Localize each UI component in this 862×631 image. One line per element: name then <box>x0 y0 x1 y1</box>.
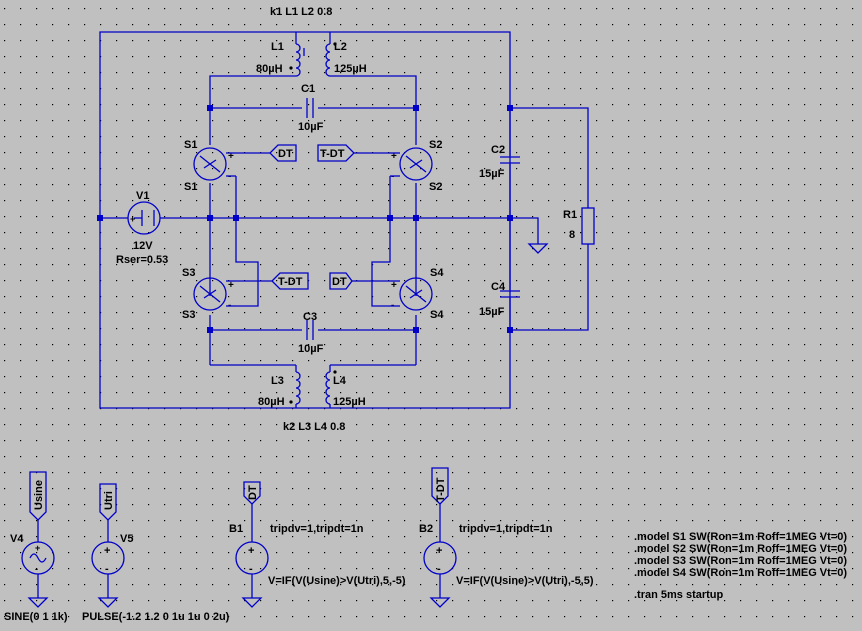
v5-value: PULSE(-1.2 1.2 0 1u 1u 0 2u) <box>82 611 230 623</box>
inductor-l2[interactable]: L2 125µH <box>325 41 367 77</box>
voltage-source-v5[interactable]: Utri + - V5 PULSE(-1.2 1.2 0 1u 1u 0 2u) <box>82 483 230 623</box>
junctions <box>97 105 513 333</box>
inductor-l3-name: L3 <box>271 375 284 387</box>
svg-text:T-DT: T-DT <box>278 276 303 288</box>
inductor-l3[interactable]: L3 80µH <box>258 371 301 408</box>
behavioral-source-b1[interactable]: DT + - B1 tripdv=1,tripdt=1n V=IF(V(Usin… <box>229 481 406 608</box>
inductor-l4-name: L4 <box>333 375 347 387</box>
capacitor-c4-name: C4 <box>491 281 506 293</box>
switch-s1-name: S1 <box>184 139 197 151</box>
directive-model-s3[interactable]: .model S3 SW(Ron=1m Roff=1MEG Vt=0) <box>634 555 847 567</box>
capacitor-c1-name: C1 <box>301 83 315 95</box>
net-label-utri: Utri <box>103 491 115 510</box>
svg-text:+: + <box>436 545 442 557</box>
net-label-tdt-s3[interactable]: T-DT <box>271 272 309 290</box>
switch-s1-model: S1 <box>184 181 197 193</box>
switch-s1[interactable]: + - S1 S1 <box>184 139 236 193</box>
svg-text:+: + <box>130 214 135 224</box>
svg-text:+: + <box>228 151 234 162</box>
svg-text:+: + <box>391 151 397 162</box>
switch-s2-name: S2 <box>429 139 442 151</box>
inductor-l2-name: L2 <box>334 41 347 53</box>
svg-text:+: + <box>228 280 234 291</box>
voltage-source-v4[interactable]: Usine + - V4 SINE(0 1 1k) <box>4 471 68 623</box>
svg-text:+: + <box>104 545 110 557</box>
inductor-l1[interactable]: L1 80µH <box>256 41 301 77</box>
capacitor-c2-name: C2 <box>491 144 505 156</box>
ground-symbol <box>527 243 549 254</box>
capacitor-c3[interactable]: C3 10µF <box>298 311 324 355</box>
net-label-usine: Usine <box>33 480 45 510</box>
coupling-k2[interactable]: k2 L3 L4 0.8 <box>283 421 345 433</box>
b1-trip: tripdv=1,tripdt=1n <box>270 523 364 535</box>
resistor-r1[interactable]: R1 8 <box>563 207 595 245</box>
directive-model-s2[interactable]: .model S2 SW(Ron=1m Roff=1MEG Vt=0) <box>634 543 847 555</box>
svg-text:+: + <box>35 543 40 553</box>
resistor-r1-value: 8 <box>569 229 575 241</box>
switch-s4[interactable]: + - S4 S4 <box>390 267 444 321</box>
capacitor-c2-value: 15µF <box>479 168 505 180</box>
inductor-l2-value: 125µH <box>334 63 367 75</box>
resistor-r1-name: R1 <box>563 209 577 221</box>
svg-text:DT: DT <box>278 148 293 160</box>
v1-rser: Rser=0.53 <box>116 254 168 266</box>
inductor-l3-value: 80µH <box>258 396 285 408</box>
svg-text:-: - <box>105 563 109 575</box>
v1-value: 12V <box>133 240 153 252</box>
switch-s3-name: S3 <box>182 267 195 279</box>
net-label-dt-b1: DT <box>247 485 259 500</box>
inductor-l4[interactable]: L4 125µH <box>325 370 366 408</box>
capacitor-c1-value: 10µF <box>298 121 324 133</box>
net-label-tdt-b2: T-DT <box>435 477 447 502</box>
directive-model-s1[interactable]: .model S1 SW(Ron=1m Roff=1MEG Vt=0) <box>634 531 847 543</box>
voltage-source-v1[interactable]: + V1 12V Rser=0.53 <box>116 190 168 266</box>
net-label-dt-s1[interactable]: DT <box>269 144 297 162</box>
coupling-k1[interactable]: k1 L1 L2 0.8 <box>270 6 332 18</box>
v1-name: V1 <box>136 190 149 202</box>
svg-text:T-DT: T-DT <box>320 148 345 160</box>
svg-text:+: + <box>391 280 397 291</box>
net-label-tdt-s2[interactable]: T-DT <box>317 144 355 162</box>
capacitor-c4[interactable]: C4 15µF <box>479 281 520 318</box>
v4-value: SINE(0 1 1k) <box>4 611 68 623</box>
switch-s3[interactable]: + - S3 S3 <box>182 267 236 321</box>
b1-expr: V=IF(V(Usine)>V(Utri),5,-5) <box>268 575 406 587</box>
directive-model-s4[interactable]: .model S4 SW(Ron=1m Roff=1MEG Vt=0) <box>634 567 847 579</box>
capacitor-c2[interactable]: C2 15µF <box>479 144 520 180</box>
spice-directives[interactable]: .model S1 SW(Ron=1m Roff=1MEG Vt=0) .mod… <box>634 531 847 601</box>
switch-s2-model: S2 <box>429 181 442 193</box>
capacitor-c1[interactable]: C1 10µF <box>298 83 324 133</box>
inductor-l1-name: L1 <box>271 41 284 53</box>
inductor-l1-value: 80µH <box>256 63 283 75</box>
behavioral-source-b2[interactable]: T-DT + - B2 tripdv=1,tripdt=1n V=IF(V(Us… <box>419 467 594 608</box>
net-label-dt-s4[interactable]: DT <box>329 272 353 290</box>
svg-text:-: - <box>437 563 441 575</box>
capacitor-c4-value: 15µF <box>479 306 505 318</box>
wires <box>99 31 589 409</box>
v4-name: V4 <box>10 533 24 545</box>
b1-name: B1 <box>229 523 243 535</box>
svg-text:-: - <box>249 563 253 575</box>
switch-s2[interactable]: + - S2 S2 <box>390 139 442 193</box>
b2-expr: V=IF(V(Usine)>V(Utri),-5,5) <box>456 575 594 587</box>
switch-s4-model: S4 <box>430 309 444 321</box>
svg-text:+: + <box>248 545 254 557</box>
capacitor-c3-value: 10µF <box>298 343 324 355</box>
b2-name: B2 <box>419 523 433 535</box>
directive-tran[interactable]: .tran 5ms startup <box>634 589 724 601</box>
switch-s3-model: S3 <box>182 309 195 321</box>
svg-text:-: - <box>35 564 38 574</box>
svg-text:DT: DT <box>332 276 347 288</box>
inductor-l4-value: 125µH <box>333 396 366 408</box>
capacitor-c3-name: C3 <box>303 311 317 323</box>
switch-s4-name: S4 <box>430 267 444 279</box>
v5-name: V5 <box>120 533 133 545</box>
b2-trip: tripdv=1,tripdt=1n <box>459 523 553 535</box>
